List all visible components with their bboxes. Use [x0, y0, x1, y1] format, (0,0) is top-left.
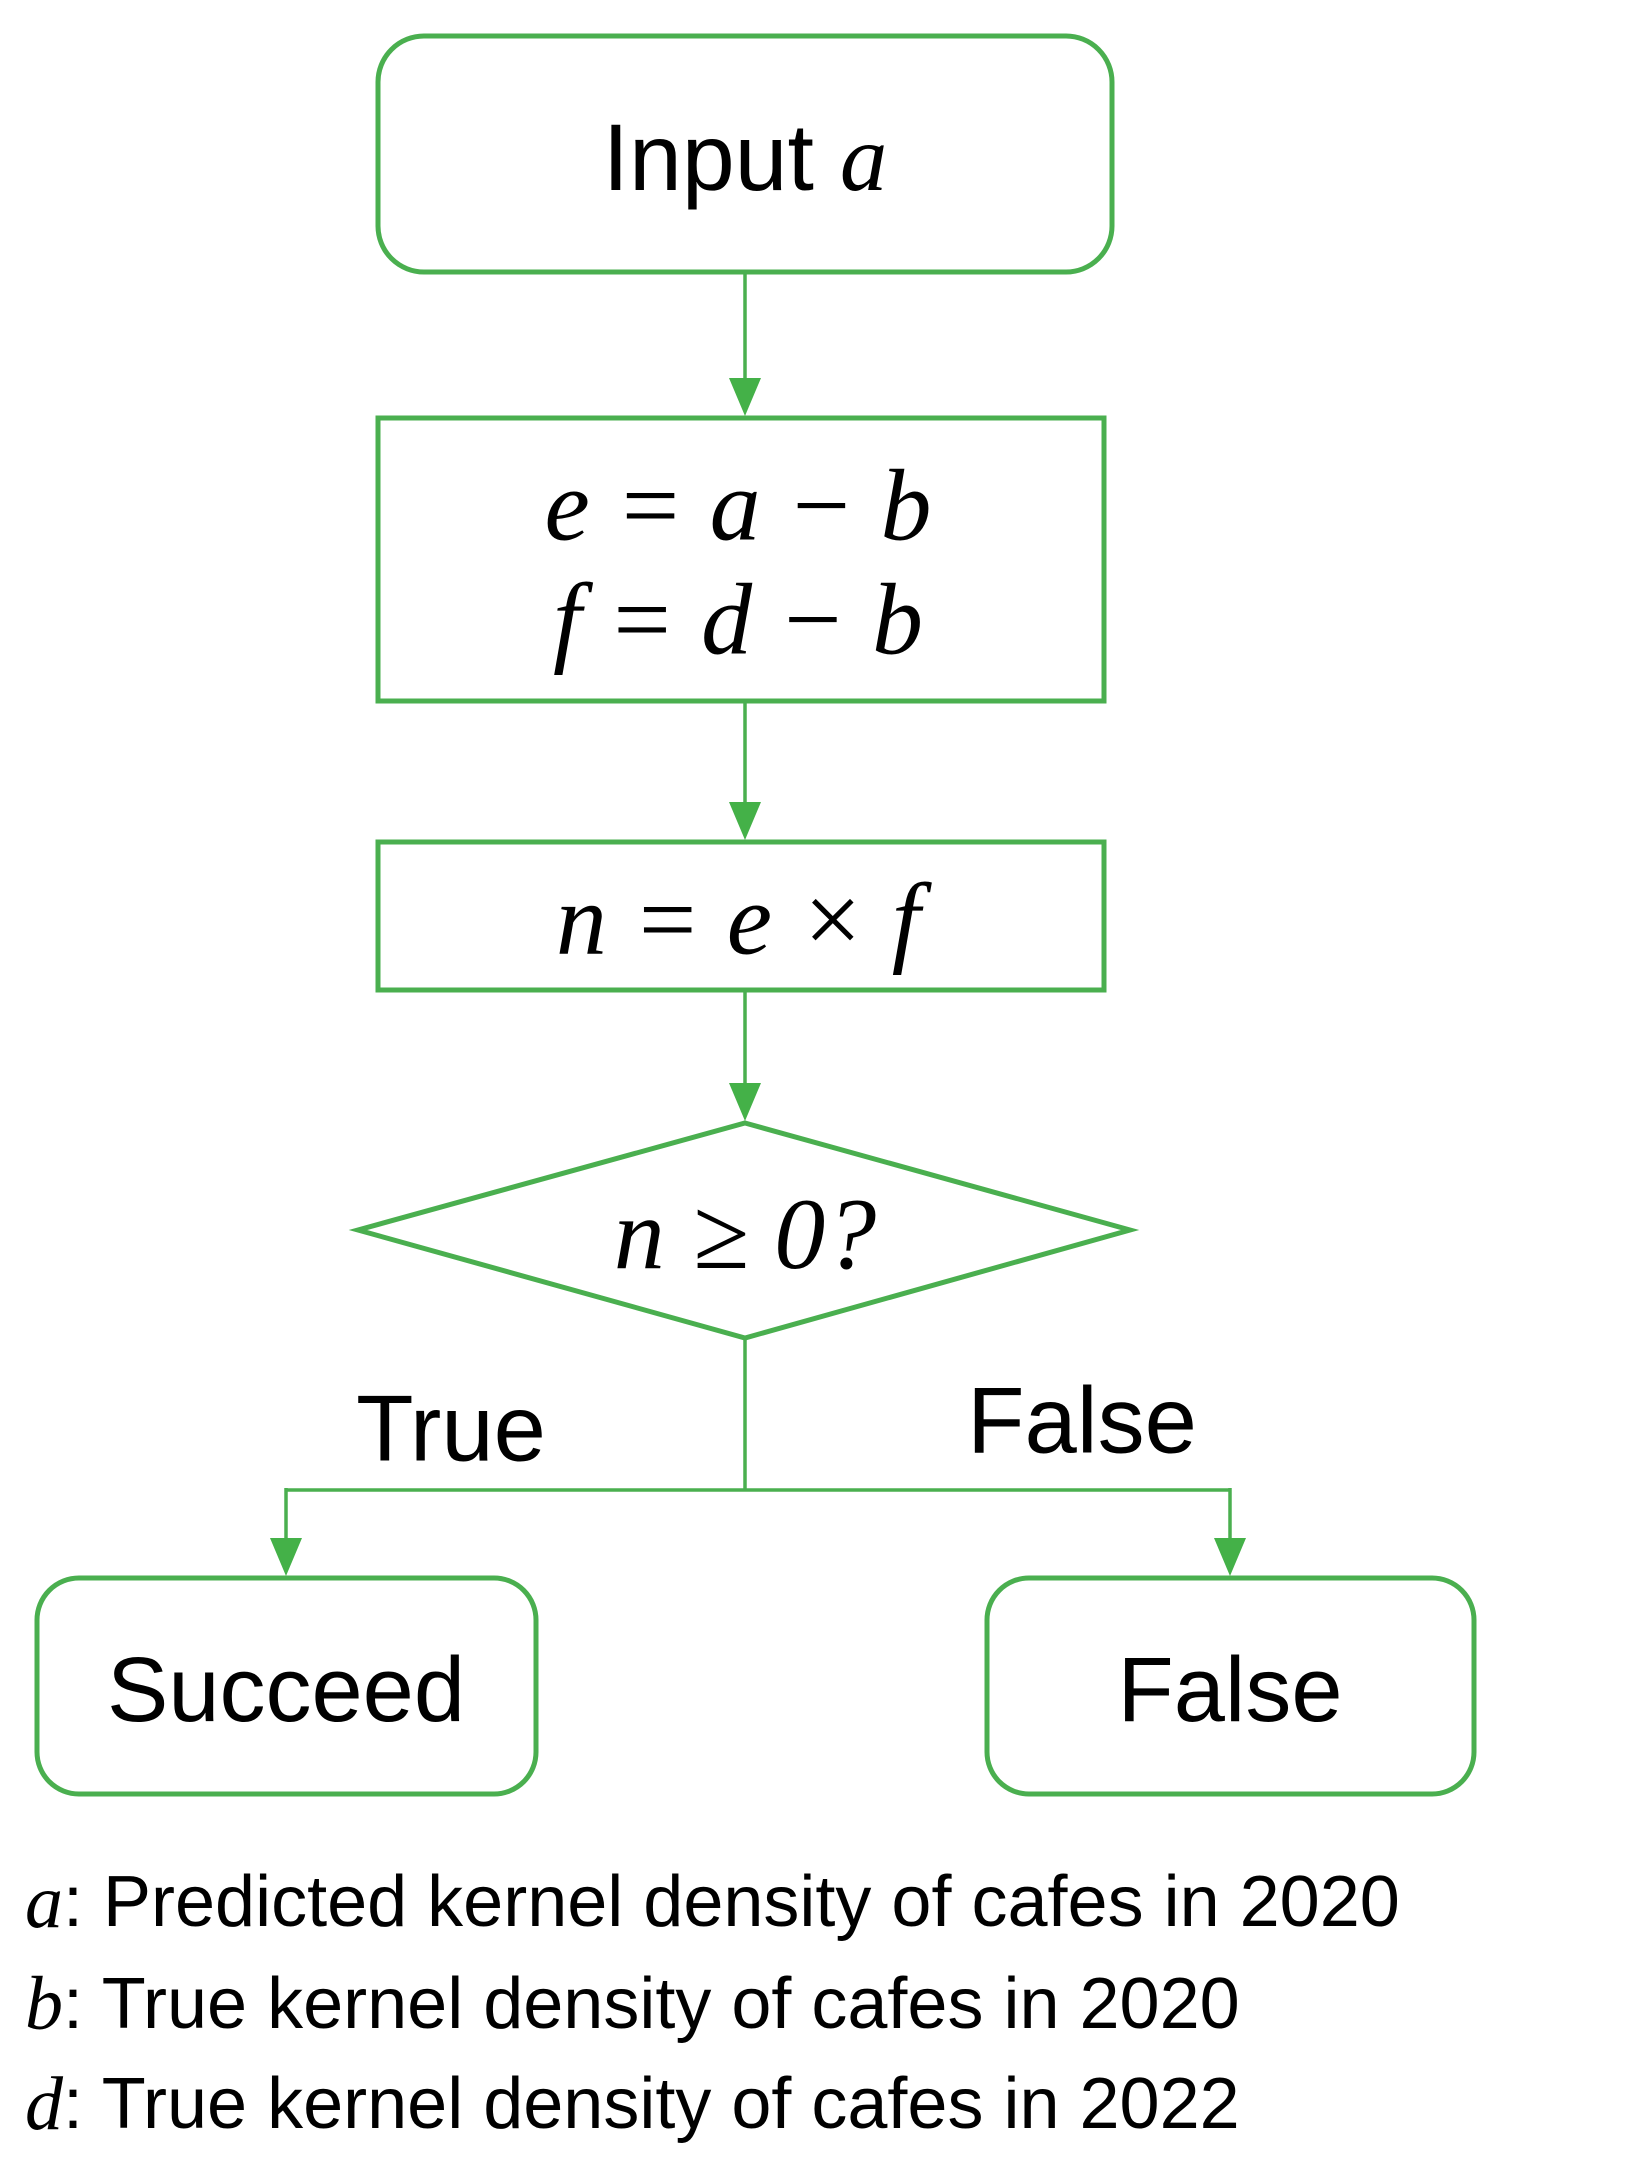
arrowhead-into-step1	[729, 378, 761, 416]
legend-var-d: d	[25, 2062, 64, 2146]
legend-line-d: d: True kernel density of cafes in 2022	[25, 2062, 1240, 2146]
step2-node-box	[375, 839, 1107, 993]
arrowhead-into-step2	[729, 802, 761, 840]
input-node-label-prefix: Input	[603, 105, 814, 211]
legend-line-a: a: Predicted kernel density of cafes in …	[25, 1860, 1400, 1944]
arrowhead-into-succeed	[270, 1538, 302, 1576]
step2-formula: n = e × f	[556, 864, 933, 977]
legend-desc-a: : Predicted kernel density of cafes in 2…	[63, 1862, 1400, 1942]
input-node-box	[375, 33, 1115, 275]
decision-label-condition: ≥ 0?	[693, 1178, 876, 1291]
legend-line-b: b: True kernel density of cafes in 2020	[25, 1962, 1240, 2046]
legend-desc-b: : True kernel density of cafes in 2020	[63, 1964, 1240, 2044]
succeed-node-label: Succeed	[107, 1639, 465, 1741]
succeed-node-box	[34, 1575, 539, 1797]
step1-equation-line1: e = a − b	[545, 450, 932, 563]
false-node-box	[984, 1575, 1477, 1797]
arrowhead-into-decision	[729, 1083, 761, 1121]
step1-equation-line2: f = d − b	[553, 564, 923, 677]
arrowhead-into-false	[1214, 1538, 1246, 1576]
decision-diamond	[348, 1120, 1140, 1341]
branch-false-label: False	[967, 1368, 1197, 1473]
branch-true-label: True	[356, 1376, 546, 1481]
decision-label: n≥ 0?	[614, 1178, 876, 1291]
false-node-label: False	[1118, 1639, 1343, 1741]
step1-node-box	[375, 415, 1107, 704]
decision-label-variable: n	[614, 1178, 665, 1291]
legend-var-b: b	[25, 1962, 63, 2046]
input-node-label-variable: a	[840, 105, 888, 211]
legend-var-a: a	[25, 1860, 63, 1944]
legend-desc-d: : True kernel density of cafes in 2022	[63, 2064, 1240, 2144]
